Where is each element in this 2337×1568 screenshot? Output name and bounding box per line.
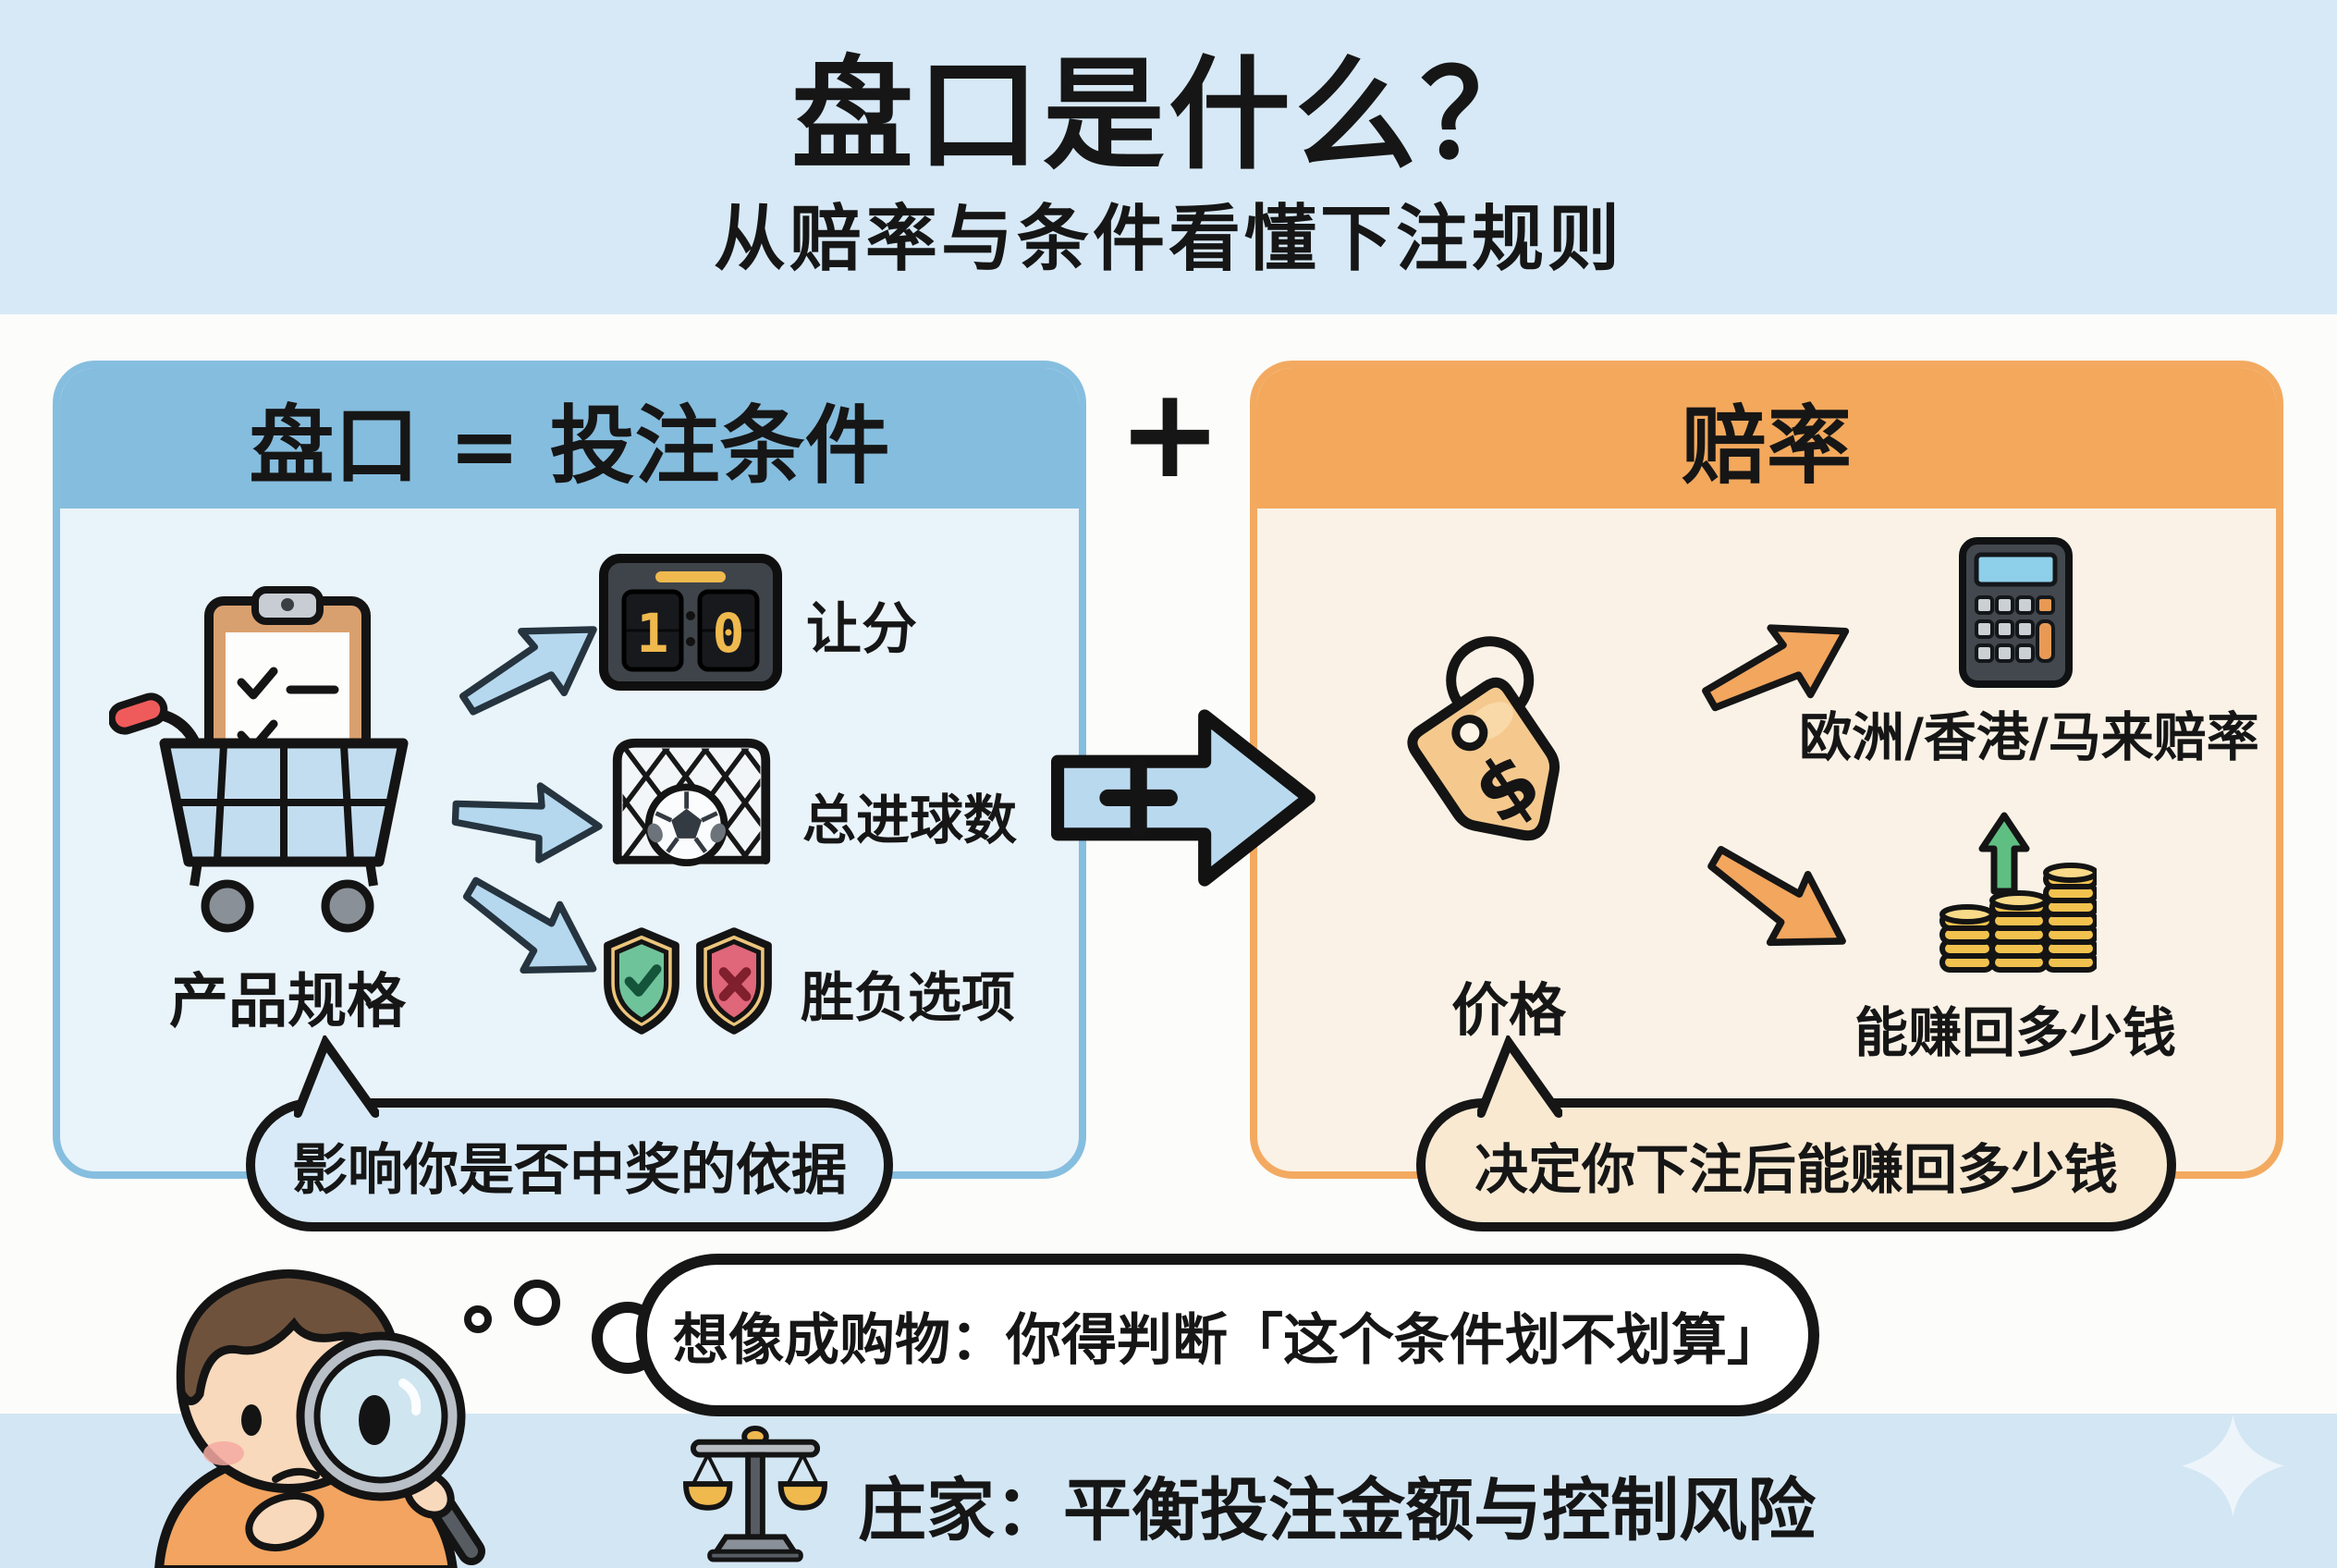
handicap-bubble-pointer (294, 1035, 379, 1118)
coins-icon (1939, 812, 2097, 973)
page-subtitle: 从赔率与条件看懂下注规则 (713, 198, 1623, 281)
handicap-label: 让分 (806, 597, 917, 662)
magnifier-boy-illustration (154, 1269, 485, 1568)
orange-arrow-up-icon (1702, 624, 1850, 712)
orange-arrow-down-icon (1707, 846, 1846, 947)
top-band (0, 0, 2337, 314)
blue-arrow-right-icon (451, 782, 603, 864)
score-away: 0 (713, 602, 745, 665)
scoreboard-icon: 1 0 (599, 554, 782, 691)
odds-bubble-text: 决定你下注后能赚回多少钱 (1474, 1138, 2118, 1201)
magnifier-icon (296, 1331, 485, 1565)
blue-arrow-up-icon (459, 626, 597, 716)
merge-arrow-icon (1051, 709, 1315, 887)
sparkle-icon (2182, 1415, 2284, 1517)
thought-dot-large (514, 1280, 560, 1326)
price-label: 价格 (1450, 976, 1566, 1044)
page-title: 盘口是什么？ (791, 44, 1546, 187)
scales-icon (683, 1426, 827, 1562)
total-goals-label: 总进球数 (802, 789, 1018, 851)
shield-check-icon (604, 927, 679, 1035)
handicap-panel-header: 盘口 = 投注条件 (60, 368, 1079, 508)
blue-arrow-down-icon (462, 876, 597, 974)
handicap-panel-title: 盘口 = 投注条件 (249, 396, 890, 496)
thought-dot-small (464, 1305, 492, 1333)
hair (176, 1269, 402, 1405)
odds-panel-header: 赔率 (1257, 368, 2276, 508)
shopping-cart-icon (109, 586, 409, 933)
win-lose-label: 胜负选项 (801, 966, 1016, 1029)
calculator-icon (1959, 537, 2073, 688)
plus-sign: + (1117, 361, 1223, 506)
handicap-bubble: 影响你是否中奖的依据 (246, 1098, 893, 1231)
goal-icon (612, 738, 771, 866)
thought-bubble-text: 想像成购物：你得判断「这个条件划不划算」 (673, 1307, 1782, 1373)
handicap-bubble-text: 影响你是否中奖的依据 (292, 1137, 847, 1203)
odds-bubble: 决定你下注后能赚回多少钱 (1416, 1098, 2176, 1231)
up-arrow-icon (1978, 812, 2030, 895)
price-tag-icon: $ (1407, 636, 1560, 843)
shield-x-icon (696, 927, 772, 1035)
thought-bubble: 想像成购物：你得判断「这个条件划不划算」 (636, 1254, 1819, 1416)
cart-label: 产品规格 (169, 968, 406, 1036)
payout-label: 能赚回多少钱 (1854, 1001, 2176, 1064)
footer-label: 庄家：平衡投注金额与控制风险 (858, 1471, 1816, 1550)
odds-formats-label: 欧洲/香港/马来赔率 (1799, 707, 2259, 768)
odds-bubble-pointer (1477, 1035, 1562, 1118)
odds-panel-title: 赔率 (1681, 396, 1852, 496)
score-home: 1 (637, 602, 669, 665)
chin-hand (245, 1491, 324, 1552)
